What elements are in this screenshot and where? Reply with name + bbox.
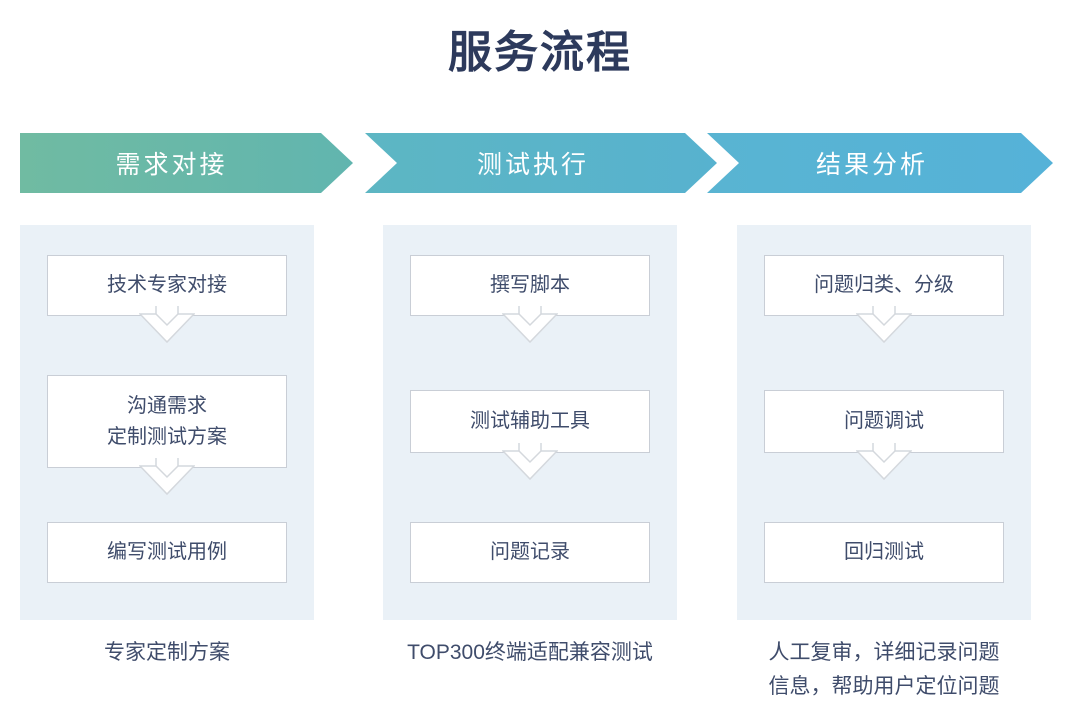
step-box: 编写测试用例 — [47, 522, 287, 583]
step-box: 沟通需求 定制测试方案 — [47, 375, 287, 496]
step-label: 技术专家对接 — [107, 274, 227, 296]
step-label: 编写测试用例 — [107, 541, 227, 563]
step-box: 问题记录 — [410, 522, 650, 583]
down-arrow-icon — [502, 443, 558, 481]
down-arrow-icon — [856, 443, 912, 481]
step-label: 回归测试 — [844, 541, 924, 563]
step-label: 测试辅助工具 — [470, 410, 590, 432]
stage-banner-label: 结果分析 — [815, 151, 928, 179]
step-box: 技术专家对接 — [47, 255, 287, 344]
column-caption: 专家定制方案 — [104, 641, 230, 664]
down-arrow-icon — [856, 306, 912, 344]
step-label: 撰写脚本 — [490, 274, 570, 296]
step-box: 撰写脚本 — [410, 255, 650, 344]
stage-banner-requirements: 需求对接 — [20, 133, 353, 193]
down-arrow-icon — [139, 458, 195, 496]
down-arrow-icon — [502, 306, 558, 344]
column-caption: 人工复审，详细记录问题 信息，帮助用户定位问题 — [768, 641, 1000, 698]
step-label: 问题调试 — [844, 410, 924, 432]
step-label: 问题归类、分级 — [814, 274, 954, 296]
panel-test-execution: 撰写脚本 测试辅助工具 问题记录 — [383, 225, 677, 620]
step-box: 回归测试 — [764, 522, 1004, 583]
step-box: 问题调试 — [764, 390, 1004, 481]
down-arrow-icon — [139, 306, 195, 344]
step-box: 问题归类、分级 — [764, 255, 1004, 344]
column-caption: TOP300终端适配兼容测试 — [407, 641, 653, 664]
step-label: 问题记录 — [490, 541, 570, 563]
page-title: 服务流程 — [448, 28, 632, 77]
panel-requirements: 技术专家对接 沟通需求 定制测试方案 编写测试用例 — [20, 225, 314, 620]
step-label: 沟通需求 定制测试方案 — [107, 394, 227, 448]
stage-banner-test-execution: 测试执行 — [365, 133, 717, 193]
stage-banner-label: 需求对接 — [115, 151, 228, 179]
stage-banner-label: 测试执行 — [476, 151, 589, 179]
panel-result-analysis: 问题归类、分级 问题调试 回归测试 — [737, 225, 1031, 620]
stage-banner-result-analysis: 结果分析 — [707, 133, 1053, 193]
step-box: 测试辅助工具 — [410, 390, 650, 481]
